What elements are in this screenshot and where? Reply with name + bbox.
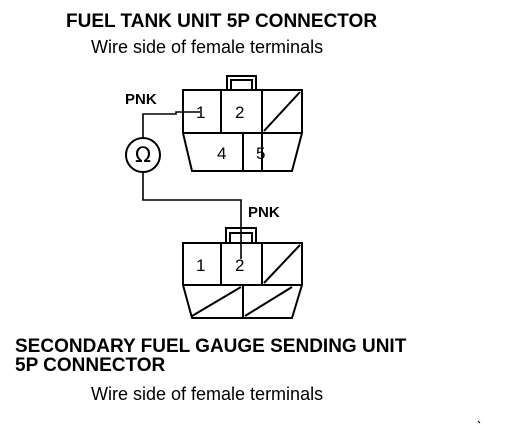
bottom-connector <box>182 227 303 319</box>
top-terminal-5: 5 <box>256 144 265 163</box>
top-terminal-1: 1 <box>196 103 205 122</box>
top-connector-subtitle: Wire side of female terminals <box>91 37 324 57</box>
top-connector <box>182 75 303 172</box>
bottom-connector-subtitle: Wire side of female terminals <box>91 384 324 404</box>
test-leads <box>142 111 242 259</box>
ohmmeter-icon: Ω <box>125 137 161 173</box>
bottom-terminal-1: 1 <box>196 256 205 275</box>
bottom-wire-label: PNK <box>248 204 280 221</box>
ohm-symbol: Ω <box>135 143 151 167</box>
bottom-connector-title-line2: 5P CONNECTOR <box>15 355 166 376</box>
top-connector-title: FUEL TANK UNIT 5P CONNECTOR <box>66 11 378 32</box>
bottom-terminal-2: 2 <box>235 256 244 275</box>
bottom-connector-title-line1: SECONDARY FUEL GAUGE SENDING UNIT <box>15 336 407 357</box>
top-terminal-4: 4 <box>217 144 226 163</box>
top-wire-label: PNK <box>125 91 157 108</box>
top-terminal-2: 2 <box>235 103 244 122</box>
stray-mark <box>477 420 481 424</box>
